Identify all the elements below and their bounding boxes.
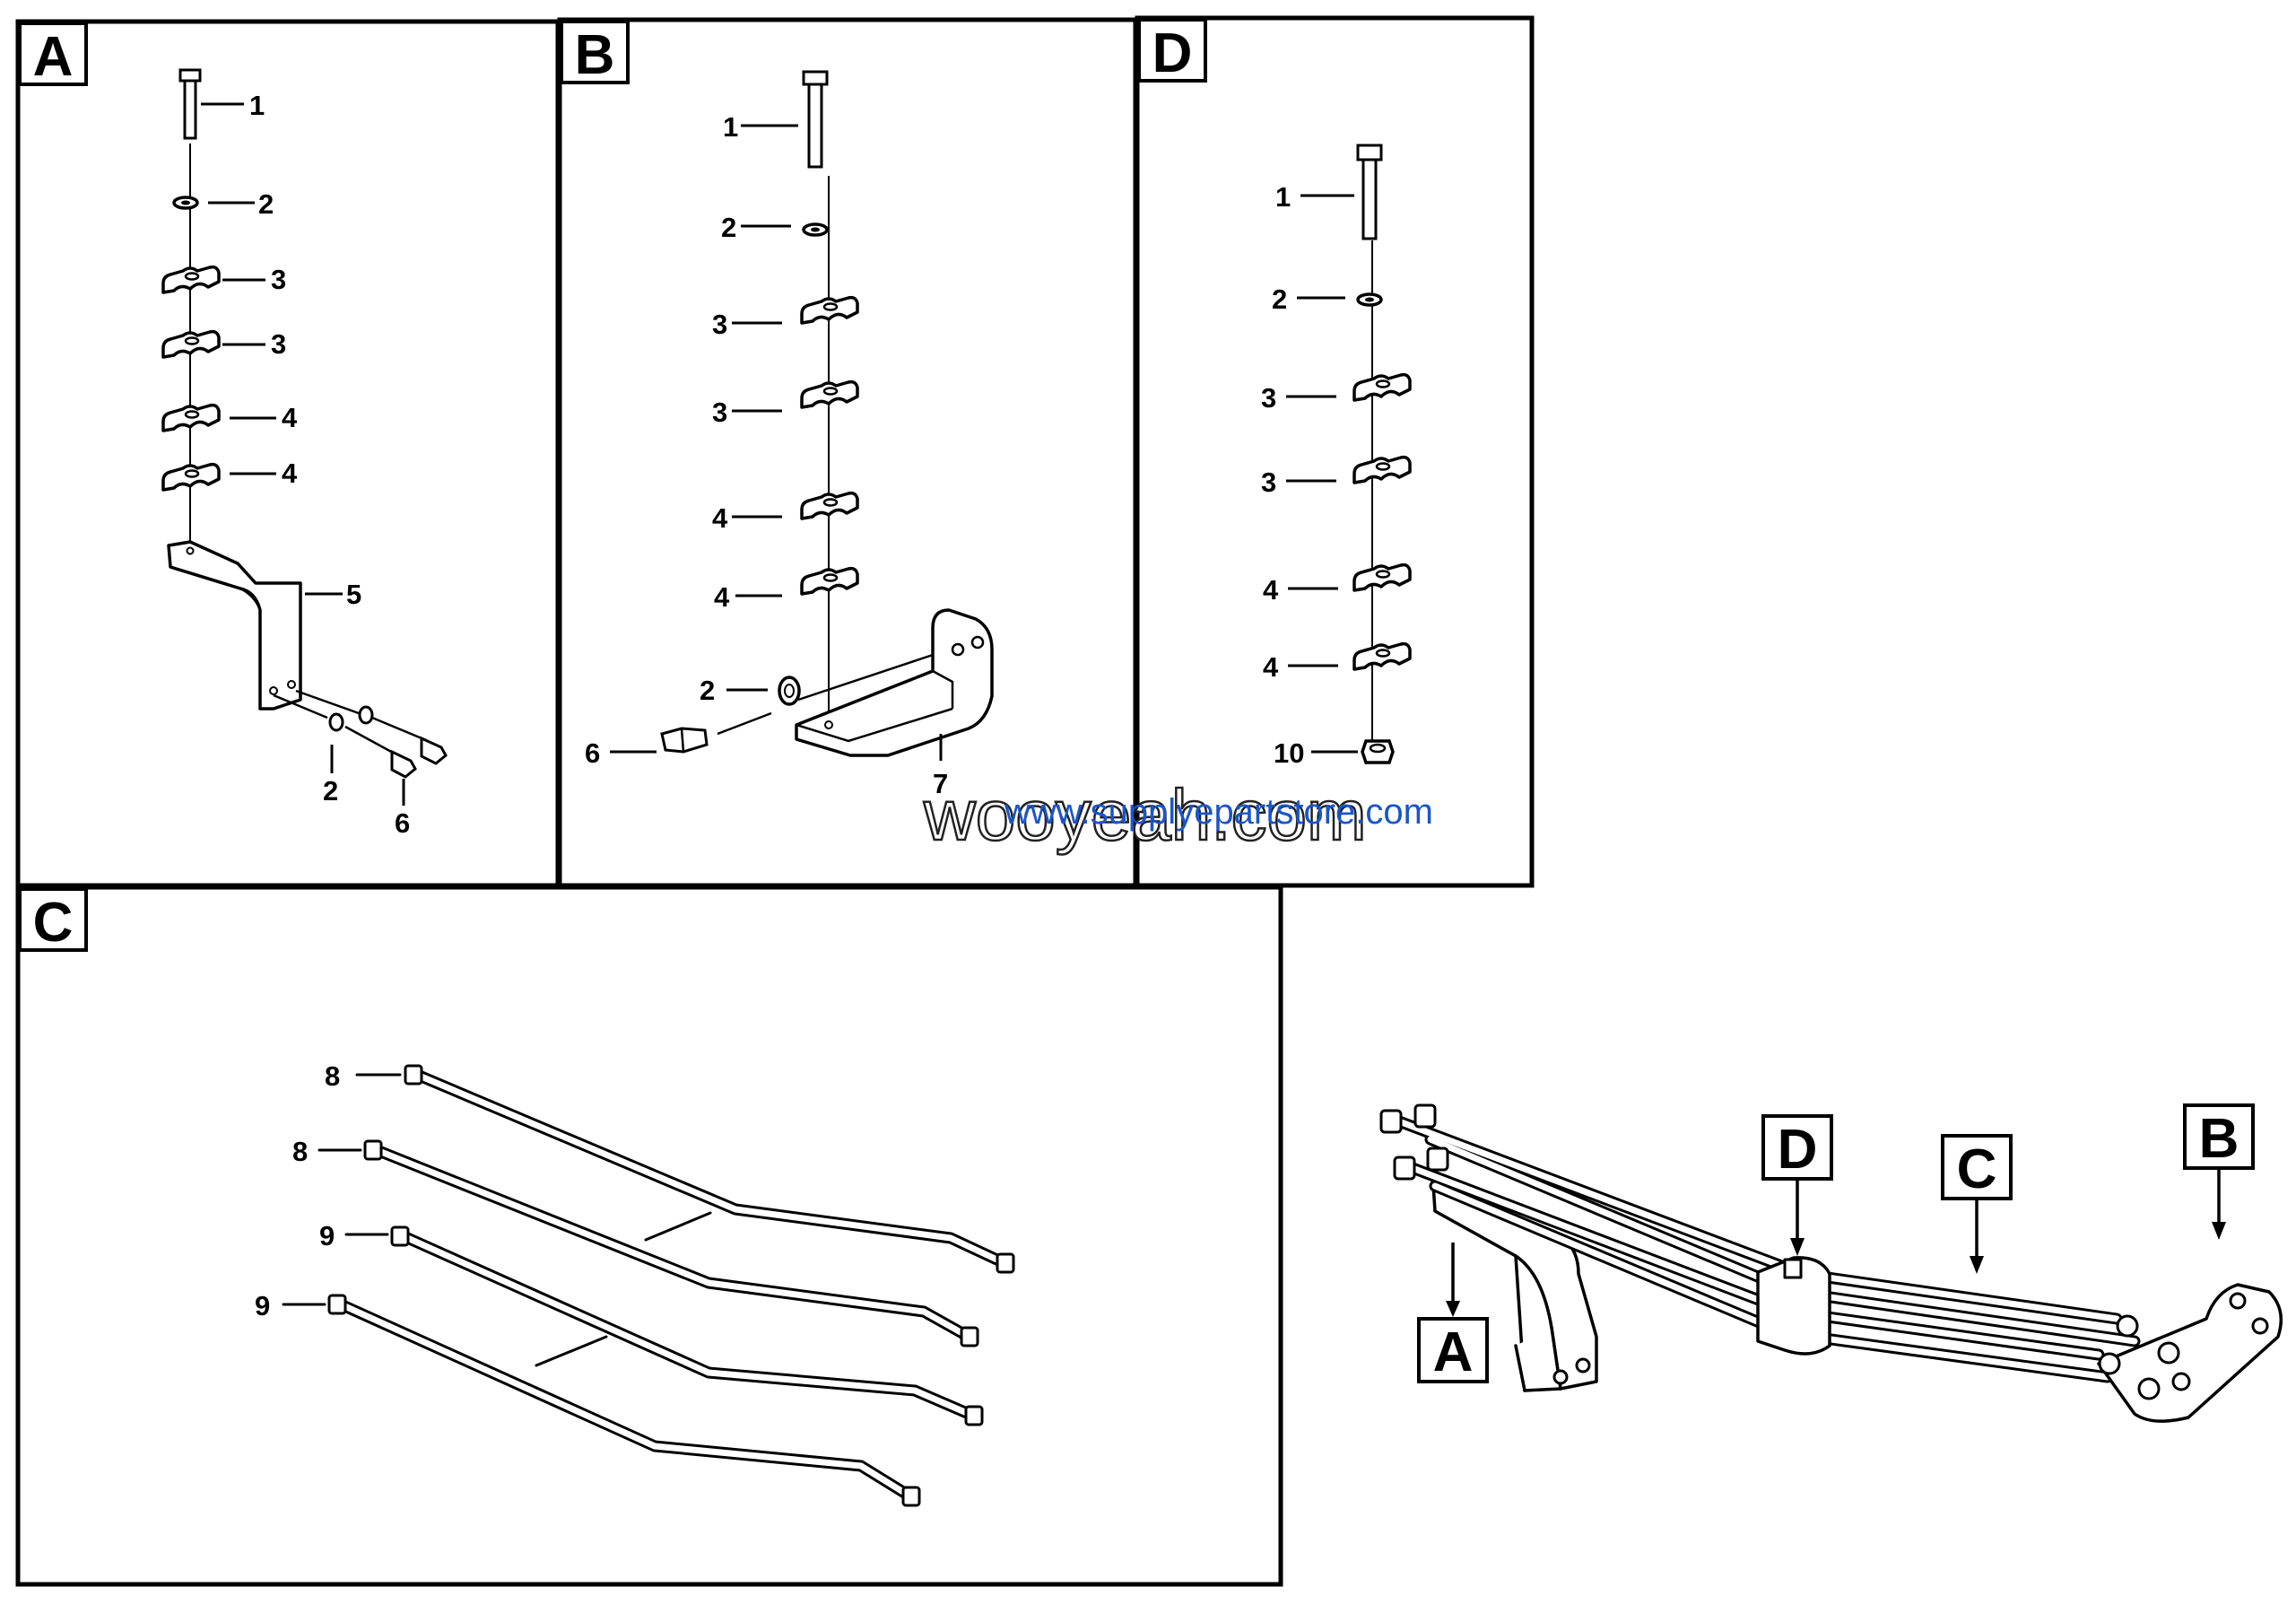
panel-b-label-3a: 3: [712, 309, 727, 340]
panel-c-drawing: [282, 1064, 1015, 1507]
panel-b-label-1: 1: [723, 111, 738, 143]
panel-c-label-8a: 8: [325, 1060, 340, 1092]
panel-d-label-2: 2: [1272, 283, 1287, 315]
panel-c-label-8b: 8: [292, 1136, 308, 1167]
panel-d-frame: [1135, 15, 1535, 888]
tube-8b: [370, 1144, 975, 1343]
callout-c: C: [1941, 1134, 2013, 1274]
assembly-drawing: [1379, 1103, 2283, 1423]
panel-d-label-1: 1: [1275, 181, 1291, 213]
panel-a-label-1: 1: [249, 90, 265, 121]
panel-a-label-4a: 4: [282, 402, 298, 433]
panel-c-label-9b: 9: [255, 1290, 270, 1321]
tube-8a: [411, 1068, 1011, 1269]
panel-c-key: C: [33, 892, 74, 954]
panel-a-label-4b: 4: [282, 458, 298, 489]
callout-b: B: [2183, 1103, 2255, 1240]
panel-b-label-3b: 3: [712, 397, 727, 428]
panel-b-label-2b: 2: [700, 675, 715, 706]
panel-a-label-3b: 3: [271, 328, 286, 360]
panel-c-label-9a: 9: [319, 1220, 335, 1251]
panel-d-label-4a: 4: [1263, 574, 1279, 606]
callout-d: D: [1761, 1114, 1833, 1256]
panel-b-key: B: [575, 24, 615, 86]
panel-b-label-4b: 4: [714, 581, 730, 613]
panel-c-frame: [15, 885, 1283, 1587]
panel-b-label-4a: 4: [712, 502, 728, 534]
callout-a-label: A: [1433, 1321, 1474, 1383]
panel-b-label-2: 2: [721, 212, 736, 243]
tube-9b: [335, 1298, 917, 1503]
panel-a-label-2: 2: [258, 188, 274, 220]
panel-a-frame: [15, 19, 561, 888]
panel-a-label-2b: 2: [323, 775, 338, 807]
panel-a-label-5: 5: [346, 579, 361, 610]
panel-b-drawing: [610, 70, 994, 761]
panel-d-drawing: [1286, 144, 1412, 764]
panel-a-key: A: [33, 26, 74, 88]
panel-d-label-3b: 3: [1261, 467, 1276, 498]
panel-a-drawing: [161, 68, 448, 806]
panel-d-key: D: [1152, 22, 1193, 84]
watermark-main: wooyeah.com: [923, 775, 1367, 855]
callout-d-label: D: [1778, 1119, 1818, 1181]
panel-d-label-10: 10: [1274, 737, 1304, 769]
panel-a-label-3a: 3: [271, 264, 286, 295]
panel-b-label-7: 7: [933, 768, 948, 799]
callout-c-label: C: [1957, 1138, 1997, 1200]
panel-d-label-3a: 3: [1261, 382, 1276, 414]
watermark-overlay: www.supplyepartstore.com: [1004, 792, 1433, 832]
tube-9a: [397, 1230, 979, 1422]
panel-b-label-6: 6: [585, 737, 600, 769]
callout-b-label: B: [2199, 1108, 2239, 1170]
panel-d-label-4b: 4: [1263, 651, 1279, 683]
panel-a-label-6: 6: [395, 807, 410, 839]
callout-a: A: [1417, 1243, 1489, 1383]
